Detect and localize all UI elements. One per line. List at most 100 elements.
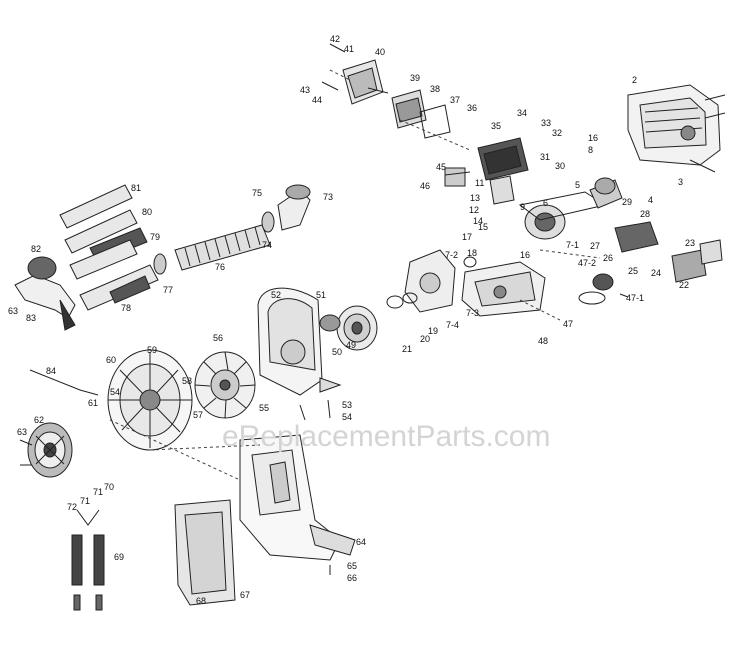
part-label-5[interactable]: 5 <box>575 180 581 190</box>
blower-tubes <box>59 184 159 311</box>
part-label-34[interactable]: 34 <box>517 108 528 118</box>
part-label-55[interactable]: 55 <box>259 403 270 413</box>
part-label-7-3[interactable]: 7-3 <box>466 308 480 318</box>
part-label-4[interactable]: 4 <box>648 195 654 205</box>
part-label-82[interactable]: 82 <box>31 244 42 254</box>
part-label-32[interactable]: 32 <box>552 128 563 138</box>
part-label-48[interactable]: 48 <box>538 336 549 346</box>
part-label-64[interactable]: 64 <box>356 537 367 547</box>
part-label-35[interactable]: 35 <box>491 121 502 131</box>
part-label-17[interactable]: 17 <box>462 232 473 242</box>
part-label-62[interactable]: 62 <box>34 415 45 425</box>
part-label-54a[interactable]: 54 <box>342 412 353 422</box>
part-label-29[interactable]: 29 <box>622 197 633 207</box>
flywheel-part <box>319 305 378 351</box>
part-label-70[interactable]: 70 <box>104 482 115 492</box>
part-label-21[interactable]: 21 <box>402 344 413 354</box>
part-label-42[interactable]: 42 <box>330 34 341 44</box>
part-label-11[interactable]: 11 <box>475 178 485 188</box>
part-label-19[interactable]: 19 <box>428 326 439 336</box>
part-label-69[interactable]: 69 <box>114 552 125 562</box>
part-label-78[interactable]: 78 <box>121 303 132 313</box>
part-label-37[interactable]: 37 <box>450 95 461 105</box>
part-label-44[interactable]: 44 <box>312 95 323 105</box>
part-label-63b[interactable]: 63 <box>8 306 19 316</box>
part-label-40[interactable]: 40 <box>375 47 386 57</box>
fan-cover-part <box>107 349 193 451</box>
part-label-51[interactable]: 51 <box>316 290 327 300</box>
part-label-20[interactable]: 20 <box>420 334 431 344</box>
part-label-43[interactable]: 43 <box>300 85 311 95</box>
part-label-47-2[interactable]: 47-2 <box>578 258 597 268</box>
part-label-26[interactable]: 26 <box>603 253 614 263</box>
part-label-84[interactable]: 84 <box>46 366 57 376</box>
part-label-12[interactable]: 12 <box>469 205 480 215</box>
part-label-72[interactable]: 72 <box>67 502 78 512</box>
part-label-13[interactable]: 13 <box>470 193 481 203</box>
part-label-81[interactable]: 81 <box>131 183 142 193</box>
part-label-9[interactable]: 9 <box>520 202 526 212</box>
part-label-66[interactable]: 66 <box>347 573 358 583</box>
part-label-73[interactable]: 73 <box>323 192 334 202</box>
part-label-25[interactable]: 25 <box>628 266 639 276</box>
part-label-63a[interactable]: 63 <box>17 427 28 437</box>
part-label-67[interactable]: 67 <box>240 590 251 600</box>
part-label-30[interactable]: 30 <box>555 161 566 171</box>
part-label-27[interactable]: 27 <box>590 241 601 251</box>
part-label-47-1[interactable]: 47-1 <box>626 293 645 303</box>
part-label-59[interactable]: 59 <box>147 345 158 355</box>
part-label-83[interactable]: 83 <box>26 313 37 323</box>
part-label-3[interactable]: 3 <box>678 177 684 187</box>
back-pad-part <box>174 499 236 606</box>
part-label-38[interactable]: 38 <box>430 84 441 94</box>
part-label-36[interactable]: 36 <box>467 103 478 113</box>
part-label-71a[interactable]: 71 <box>80 496 91 506</box>
part-label-15[interactable]: 15 <box>478 222 489 232</box>
part-label-77[interactable]: 77 <box>163 285 174 295</box>
part-label-39[interactable]: 39 <box>410 73 421 83</box>
fan-guard-part <box>27 422 73 478</box>
part-label-45[interactable]: 45 <box>436 162 447 172</box>
part-label-14[interactable]: 14 <box>473 216 484 226</box>
part-label-54b[interactable]: 54 <box>110 387 121 397</box>
part-label-7-2[interactable]: 7-2 <box>445 250 459 260</box>
part-label-49[interactable]: 49 <box>346 340 357 350</box>
part-label-46[interactable]: 46 <box>420 181 431 191</box>
part-label-75[interactable]: 75 <box>252 188 263 198</box>
part-label-16b[interactable]: 16 <box>520 250 531 260</box>
part-label-2[interactable]: 2 <box>632 75 638 85</box>
part-label-33[interactable]: 33 <box>541 118 552 128</box>
part-label-8[interactable]: 8 <box>588 145 594 155</box>
part-label-24[interactable]: 24 <box>651 268 662 278</box>
part-label-80[interactable]: 80 <box>142 207 153 217</box>
part-label-71b[interactable]: 71 <box>93 487 104 497</box>
part-label-57[interactable]: 57 <box>193 410 204 420</box>
part-label-58[interactable]: 58 <box>182 376 193 386</box>
part-label-79[interactable]: 79 <box>150 232 161 242</box>
part-label-6[interactable]: 6 <box>543 198 549 208</box>
part-label-22[interactable]: 22 <box>679 280 690 290</box>
carburetor-part <box>444 137 529 205</box>
part-label-61[interactable]: 61 <box>88 398 99 408</box>
part-label-47[interactable]: 47 <box>563 319 574 329</box>
part-label-41[interactable]: 41 <box>344 44 355 54</box>
part-label-23[interactable]: 23 <box>685 238 696 248</box>
part-label-18[interactable]: 18 <box>467 248 478 258</box>
part-label-68[interactable]: 68 <box>196 596 207 606</box>
part-label-76[interactable]: 76 <box>215 262 226 272</box>
part-label-7-4[interactable]: 7-4 <box>446 320 460 330</box>
part-label-50[interactable]: 50 <box>332 347 343 357</box>
part-label-52[interactable]: 52 <box>271 290 282 300</box>
part-label-31[interactable]: 31 <box>540 152 551 162</box>
starter-housing-part <box>404 249 456 313</box>
part-label-74[interactable]: 74 <box>262 240 273 250</box>
part-label-56[interactable]: 56 <box>213 333 224 343</box>
part-label-65[interactable]: 65 <box>347 561 358 571</box>
part-label-60[interactable]: 60 <box>106 355 117 365</box>
part-label-28[interactable]: 28 <box>640 209 651 219</box>
part-label-53[interactable]: 53 <box>342 400 353 410</box>
part-label-7-1[interactable]: 7-1 <box>566 240 580 250</box>
part-label-16a[interactable]: 16 <box>588 133 599 143</box>
